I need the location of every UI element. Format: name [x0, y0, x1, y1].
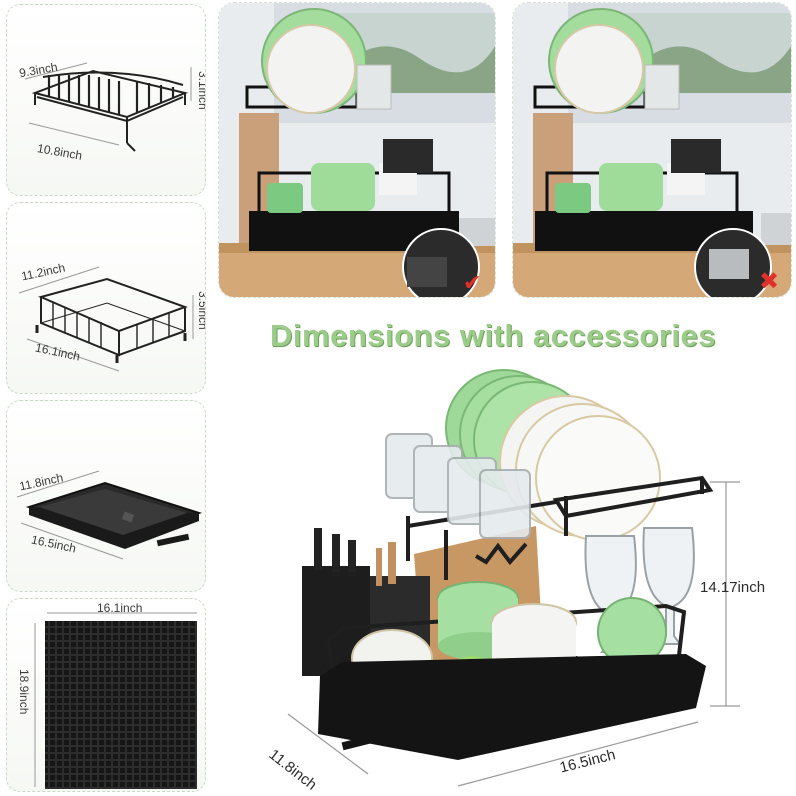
basket-drawing — [18, 266, 194, 372]
cross-mark-icon: ✖ — [759, 267, 780, 295]
mat-width: 16.1inch — [97, 601, 143, 615]
mat-height: 18.9inch — [17, 669, 31, 715]
wrong-placement-scene — [513, 3, 791, 297]
tray-card: 11.8inch 16.5inch — [6, 400, 206, 592]
basket-height: 3.5inch — [196, 291, 206, 330]
main-rack-illustration — [287, 369, 740, 787]
tray-drawing — [16, 470, 203, 560]
basket-card: 11.2inch 16.1inch 3.5inch — [6, 202, 206, 394]
dish-rack-card: 9.3inch 10.8inch 3.1inch — [6, 4, 206, 196]
mat-card: 16.1inch 18.9inch — [6, 598, 206, 792]
correct-placement-photo: ✔ — [218, 2, 496, 298]
dish-rack-drawing — [24, 62, 192, 152]
wrong-placement-photo: ✖ — [512, 2, 792, 298]
main-rack-height: 14.17inch — [700, 579, 766, 596]
dimensions-headline: Dimensions with accessories — [270, 318, 716, 353]
check-mark-icon: ✔ — [463, 271, 482, 296]
dish-rack-height: 3.1inch — [196, 71, 206, 110]
mat-drawing — [34, 612, 197, 789]
correct-placement-scene — [219, 3, 495, 297]
